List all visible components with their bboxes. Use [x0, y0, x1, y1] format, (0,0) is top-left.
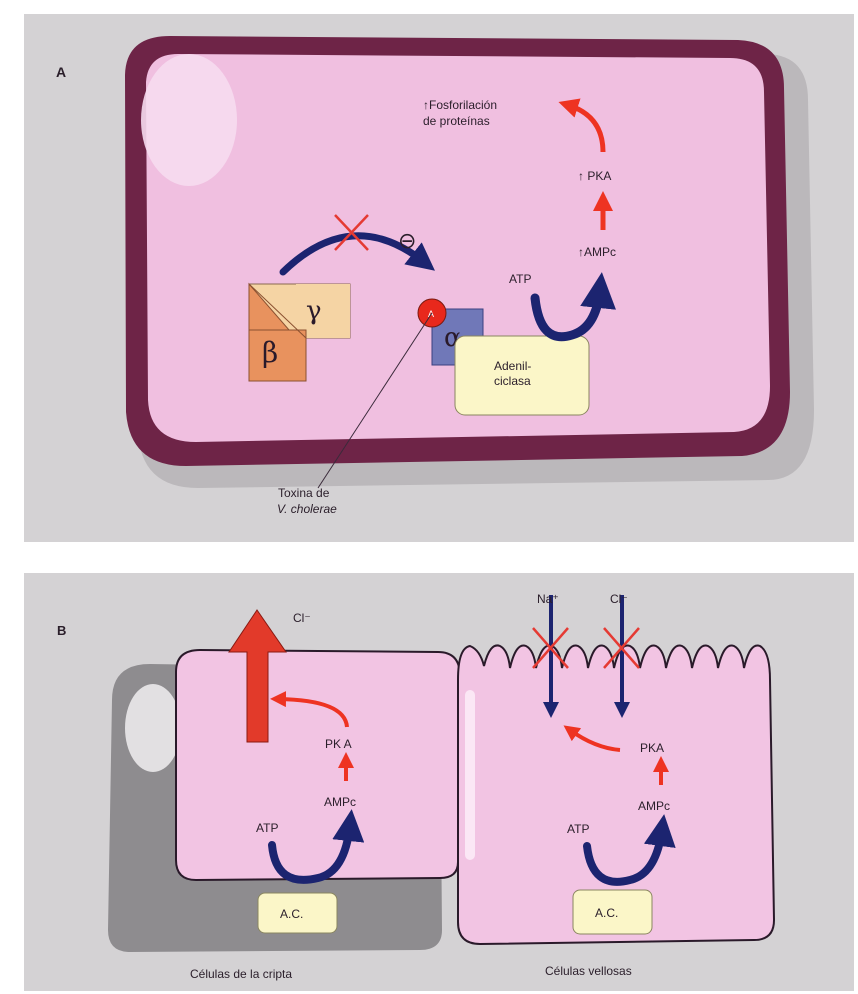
- adenylate-cyclase-label-line1: Adenil-: [494, 359, 531, 373]
- panel-b-label: B: [57, 623, 66, 638]
- camp-label: ↑AMPc: [578, 245, 616, 259]
- villus-camp-label: AMPc: [638, 799, 670, 813]
- villus-pka-label: PKA: [640, 741, 664, 755]
- villus-chloride-label: Cl⁻: [610, 592, 628, 606]
- villus-cell-caption: Células vellosas: [545, 964, 632, 978]
- panel-a-nucleus: [141, 54, 237, 186]
- crypt-cell-body: [176, 650, 460, 880]
- villus-adenylate-cyclase-label: A.C.: [595, 906, 618, 920]
- crypt-camp-label: AMPc: [324, 795, 356, 809]
- panel-b: B Cl⁻ PK A AMPc ATP A.C. Células de la c…: [24, 573, 854, 991]
- crypt-chloride-label: Cl⁻: [293, 611, 311, 625]
- panel-a-label: A: [56, 64, 66, 80]
- phosphorylation-label-line1: ↑Fosforilación: [423, 98, 497, 112]
- phosphorylation-label-line2: de proteínas: [423, 114, 490, 128]
- gamma-symbol: γ: [306, 296, 322, 326]
- sodium-label: Na⁺: [537, 592, 559, 606]
- beta-symbol: β: [262, 336, 278, 369]
- crypt-cell-caption: Células de la cripta: [190, 967, 292, 981]
- adenylate-cyclase-label-line2: ciclasa: [494, 374, 531, 388]
- toxin-caption-line2: V. cholerae: [277, 502, 337, 516]
- crypt-adenylate-cyclase-label: A.C.: [280, 907, 303, 921]
- villus-atp-label: ATP: [567, 822, 589, 836]
- villus-cell-highlight: [465, 690, 475, 860]
- crypt-cell-nucleus: [125, 684, 181, 772]
- crypt-atp-label: ATP: [256, 821, 278, 835]
- atp-label: ATP: [509, 272, 531, 286]
- crypt-pka-label: PK A: [325, 737, 352, 751]
- toxin-caption-line1: Toxina de: [278, 486, 330, 500]
- inhibition-symbol: ⊖: [398, 228, 416, 253]
- pka-label: ↑ PKA: [578, 169, 611, 183]
- panel-a: A γ β α A ⊖ Adenil- ciclasa ATP ↑AMPc ↑: [24, 14, 854, 542]
